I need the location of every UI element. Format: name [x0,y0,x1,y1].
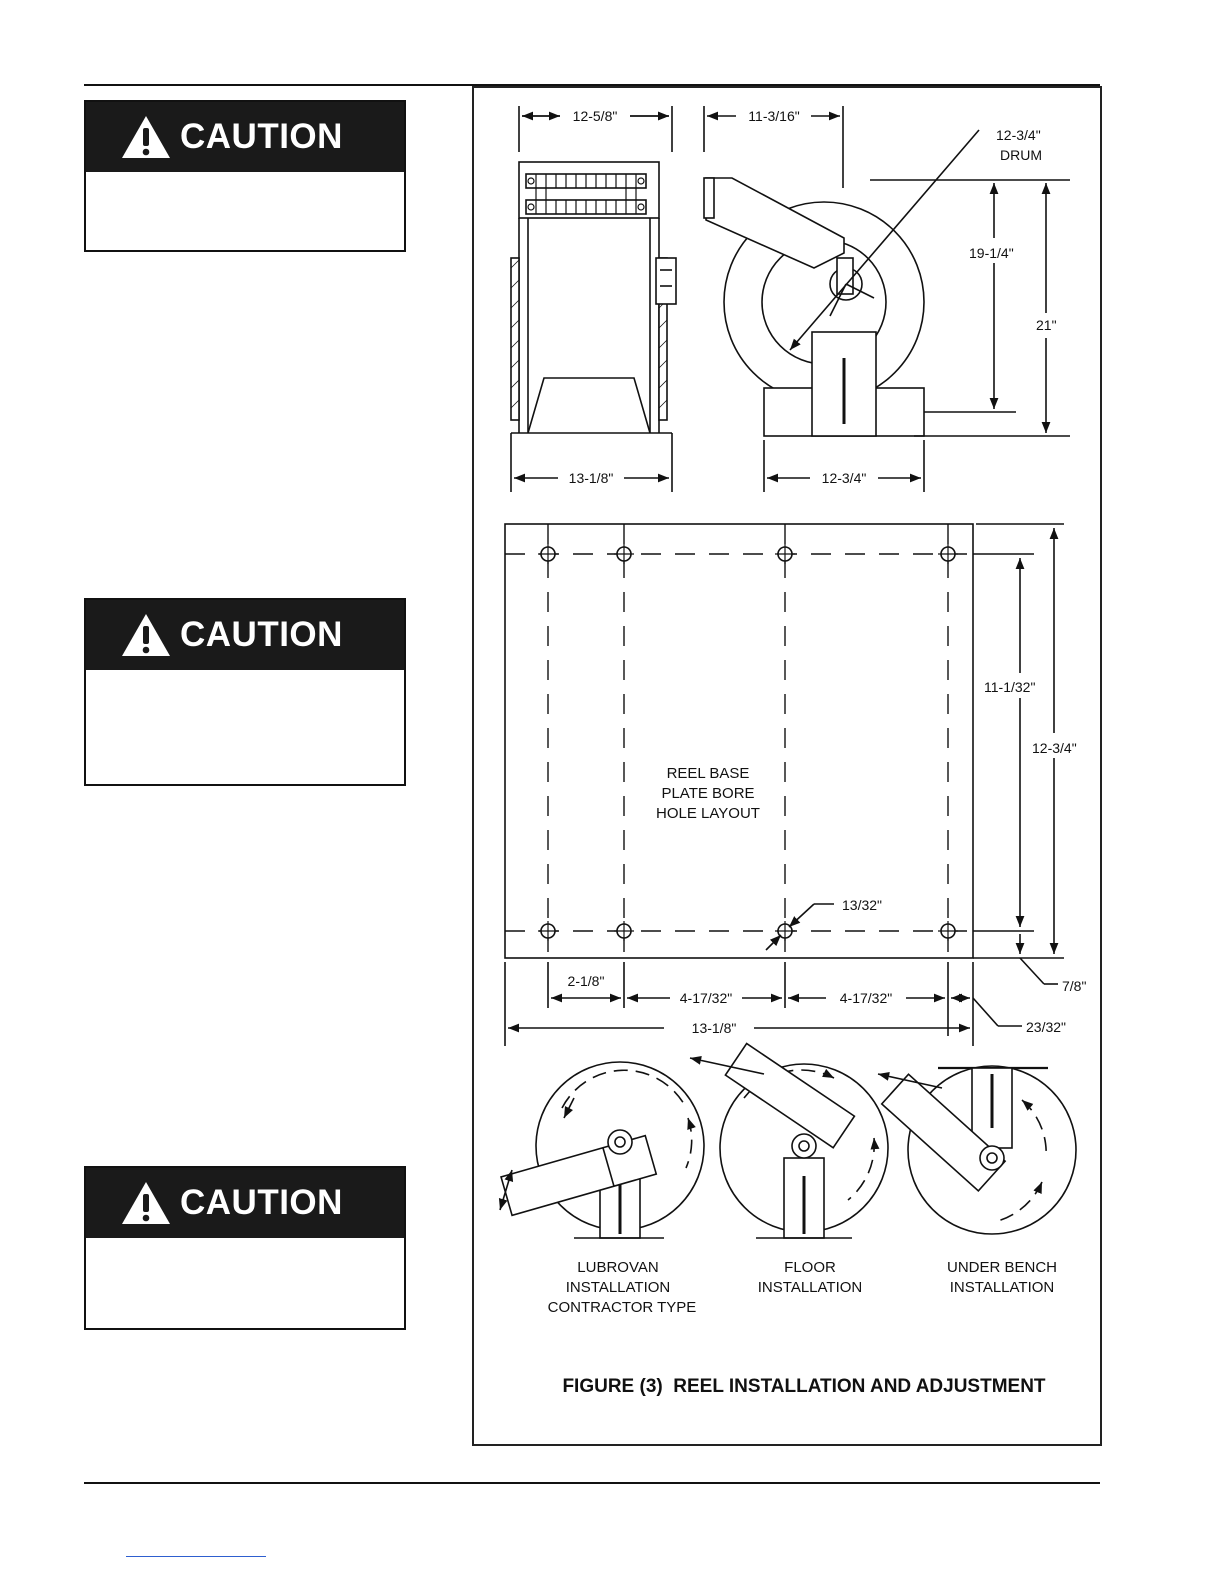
caution-box-2: CAUTION [84,598,406,786]
floor-line-2: INSTALLATION [758,1279,862,1296]
footer-link-underline[interactable] [126,1556,266,1557]
drum-size-label: 12-3/4" [996,127,1041,143]
warning-triangle-icon [122,614,170,656]
lubrovan-line-3: CONTRACTOR TYPE [548,1299,697,1316]
caution-header: CAUTION [86,1168,404,1238]
figure-reel-installation: 12-5/8" [472,86,1102,1446]
caution-label: CAUTION [180,615,343,654]
caution-header: CAUTION [86,600,404,670]
plate-title-line-1: REEL BASE [667,765,750,782]
plate-h-spacing-1-label: 4-17/32" [680,990,732,1006]
plate-h-total-label: 13-1/8" [692,1020,737,1036]
front-height-inner-label: 19-1/4" [969,245,1014,261]
front-view: 11-3/16" 12-3/4" DRUM 19-1/4" 21" [703,106,1070,492]
caution-header: CAUTION [86,102,404,172]
plate-h-first-label: 2-1/8" [568,973,605,989]
caution-label: CAUTION [180,1183,343,1222]
figure-caption: FIGURE (3) REEL INSTALLATION AND ADJUSTM… [562,1376,1045,1397]
floor-line-1: FLOOR [784,1259,836,1276]
installation-under-bench: UNDER BENCH INSTALLATION [877,1065,1077,1296]
side-top-width-label: 12-5/8" [573,108,618,124]
installation-floor: FLOOR INSTALLATION [689,1042,889,1296]
bottom-rule [84,1482,1100,1484]
front-height-total-label: 21" [1036,317,1057,333]
lubrovan-line-1: LUBROVAN [577,1259,658,1276]
side-bottom-width-label: 13-1/8" [569,470,614,486]
plate-title-line-2: PLATE BORE [661,785,754,802]
plate-title-line-3: HOLE LAYOUT [656,805,760,822]
hole-diameter-label: 13/32" [842,897,882,913]
plate-h-spacing-2-label: 4-17/32" [840,990,892,1006]
caution-label: CAUTION [180,117,343,156]
under-bench-line-1: UNDER BENCH [947,1259,1057,1276]
caution-box-3: CAUTION [84,1166,406,1330]
front-offset-label: 11-3/16" [748,108,799,124]
plate-v-total-label: 12-3/4" [1032,740,1077,756]
side-view: 12-5/8" [510,106,677,492]
lubrovan-line-2: INSTALLATION [566,1279,670,1296]
plate-bottom-offset-label: 7/8" [1062,978,1086,994]
front-base-width-label: 12-3/4" [822,470,867,486]
caution-box-1: CAUTION [84,100,406,252]
installation-lubrovan: LUBROVAN INSTALLATION CONTRACTOR TYPE [498,1061,705,1316]
under-bench-line-2: INSTALLATION [950,1279,1054,1296]
figure-drawing: 12-5/8" [498,106,1086,1397]
top-rule [84,84,1100,86]
warning-triangle-icon [122,1182,170,1224]
plate-right-offset-label: 23/32" [1026,1019,1066,1035]
plate-v-inner-label: 11-1/32" [984,679,1035,695]
drum-label: DRUM [1000,147,1042,163]
warning-triangle-icon [122,116,170,158]
base-plate-layout: REEL BASE PLATE BORE HOLE LAYOUT 13/32" … [504,523,1086,1046]
